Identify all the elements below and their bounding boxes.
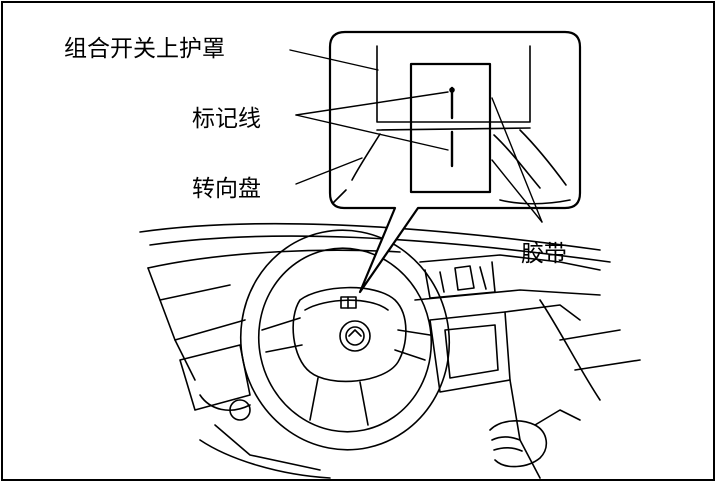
dashboard [139,222,641,479]
steering-wheel-label: 转向盘 [192,176,261,202]
mark-line-label: 标记线 [192,106,261,132]
combination-switch-upper-cover-label: 组合开关上护罩 [64,36,225,62]
steering-wheel [239,229,451,451]
callout-bubble [328,30,582,294]
leader-lines [289,49,543,223]
tape-label: 胶带 [521,241,567,267]
